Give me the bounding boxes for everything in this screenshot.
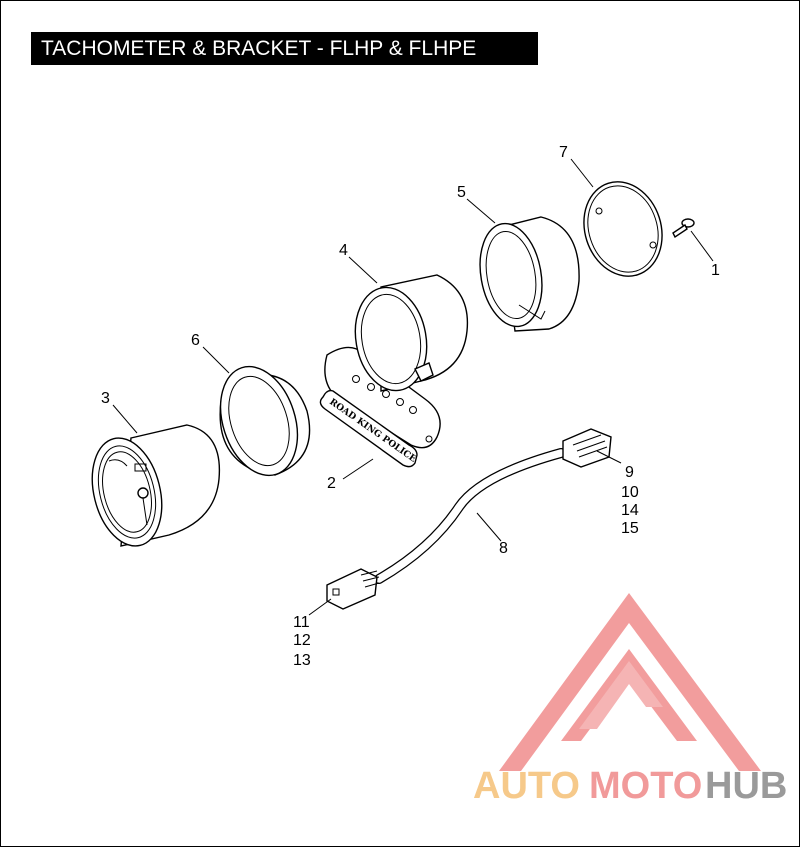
callout-14: 14 [621, 502, 639, 519]
leader-4 [348, 256, 378, 284]
screw [672, 218, 695, 239]
leader-lines [112, 158, 714, 616]
callout-9: 9 [625, 464, 634, 481]
cover-plate [583, 181, 663, 277]
callout-11: 11 [293, 614, 310, 631]
callout-12: 12 [293, 632, 311, 649]
gasket-ring [219, 365, 311, 477]
leader-8 [476, 512, 502, 542]
callout-13: 13 [293, 652, 311, 669]
tach-display-window [134, 463, 147, 472]
tachometer [91, 424, 221, 547]
callout-1: 1 [711, 262, 720, 279]
watermark-logo [499, 593, 761, 771]
leader-6 [202, 346, 230, 374]
leader-2 [342, 458, 374, 480]
tach-cup-bracket [324, 274, 469, 449]
callout-15: 15 [621, 520, 639, 537]
harness-connector-lower [326, 568, 378, 610]
watermark-hub: HUB [705, 765, 787, 807]
leader-11 [308, 598, 332, 616]
outer-cup [479, 216, 580, 332]
callout-6: 6 [191, 332, 200, 349]
logo-outer-triangle [499, 593, 761, 771]
leader-9 [596, 450, 622, 464]
callout-10: 10 [621, 484, 639, 501]
callout-labels: 1 2 3 4 5 6 7 8 9 10 14 15 11 12 13 [101, 144, 720, 669]
logo-m-stroke [579, 661, 663, 729]
callout-8: 8 [499, 540, 508, 557]
wiring-harness [326, 428, 612, 610]
callout-2: 2 [327, 475, 336, 492]
callout-5: 5 [457, 184, 466, 201]
leader-7 [570, 158, 594, 188]
tach-needle-hub [137, 487, 149, 499]
watermark-auto: AUTO [473, 765, 580, 807]
callout-3: 3 [101, 390, 110, 407]
leader-1 [690, 230, 714, 262]
page-title: TACHOMETER & BRACKET - FLHP & FLHPE [31, 32, 538, 65]
callout-4: 4 [339, 242, 348, 259]
leader-3 [112, 404, 138, 434]
watermark-moto: MOTO [589, 765, 702, 807]
callout-7: 7 [559, 144, 568, 161]
watermark-wordmark: AUTO MOTO HUB [473, 765, 787, 807]
leader-5 [466, 198, 496, 224]
